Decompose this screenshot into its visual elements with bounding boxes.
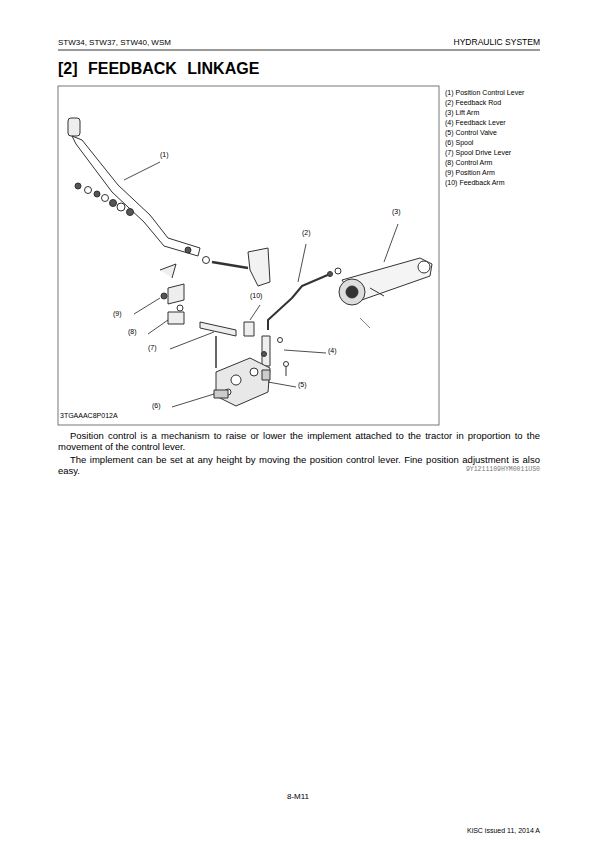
feedback-rod (268, 274, 330, 330)
callout-number: (3) (392, 208, 401, 216)
linkage-drawing (68, 118, 432, 406)
spool-drive-lever (200, 322, 236, 336)
header-text: STW34, STW37, STW40, WSM (58, 38, 171, 47)
callout-number: (2) (302, 229, 311, 237)
lift-arm-end (418, 261, 430, 273)
parts-list-item: (7) Spool Drive Lever (445, 149, 511, 157)
callout-number: (9) (113, 310, 122, 318)
parts-list-item: (2) Feedback Rod (445, 99, 501, 107)
control-arm (168, 312, 184, 324)
body-paragraph: The implement can be set at any height b… (58, 455, 540, 477)
document-code: 9Y1211109HYM0011US0 (466, 466, 540, 473)
parts-list-item: (10) Feedback Arm (445, 179, 505, 187)
parts-list-item: (4) Feedback Lever (445, 119, 506, 127)
figure-frame (58, 86, 439, 425)
callout-number: (4) (328, 347, 337, 355)
lift-arm-boss (339, 279, 365, 305)
lever-shaft (212, 262, 248, 268)
callout-number: (5) (298, 381, 307, 389)
callout-number: (10) (250, 292, 262, 300)
parts-list-item: (6) Spool (445, 139, 473, 147)
parts-list-item: (8) Control Arm (445, 159, 492, 167)
section-title: [2] FEEDBACK LINKAGE (58, 60, 259, 78)
washers (75, 183, 210, 264)
lever-knob (68, 118, 80, 136)
leader-lines (124, 162, 398, 407)
position-control-lever (72, 136, 200, 256)
position-arm (160, 264, 184, 304)
header-text: HYDRAULIC SYSTEM (454, 38, 540, 48)
spool (214, 390, 228, 398)
feedback-lever (262, 336, 270, 366)
callout-number: (7) (148, 344, 157, 352)
header-rule (58, 50, 540, 51)
parts-list-item: (5) Control Valve (445, 129, 497, 137)
callout-number: (1) (160, 151, 169, 159)
parts-list-item: (9) Position Arm (445, 169, 495, 177)
callout-number: (6) (152, 402, 161, 410)
parts-list-item: (1) Position Control Lever (445, 89, 524, 97)
footer-text: KiSC issued 11, 2014 A (467, 827, 540, 835)
lever-bracket (248, 248, 270, 286)
feedback-arm (244, 322, 254, 336)
page-number: 8-M11 (287, 792, 309, 801)
control-valve (216, 358, 270, 406)
parts-list-item: (3) Lift Arm (445, 109, 479, 117)
figure-code: 3TGAAAC8P012A (60, 412, 118, 420)
body-paragraph: Position control is a mechanism to raise… (58, 431, 540, 453)
callout-number: (8) (128, 328, 137, 336)
